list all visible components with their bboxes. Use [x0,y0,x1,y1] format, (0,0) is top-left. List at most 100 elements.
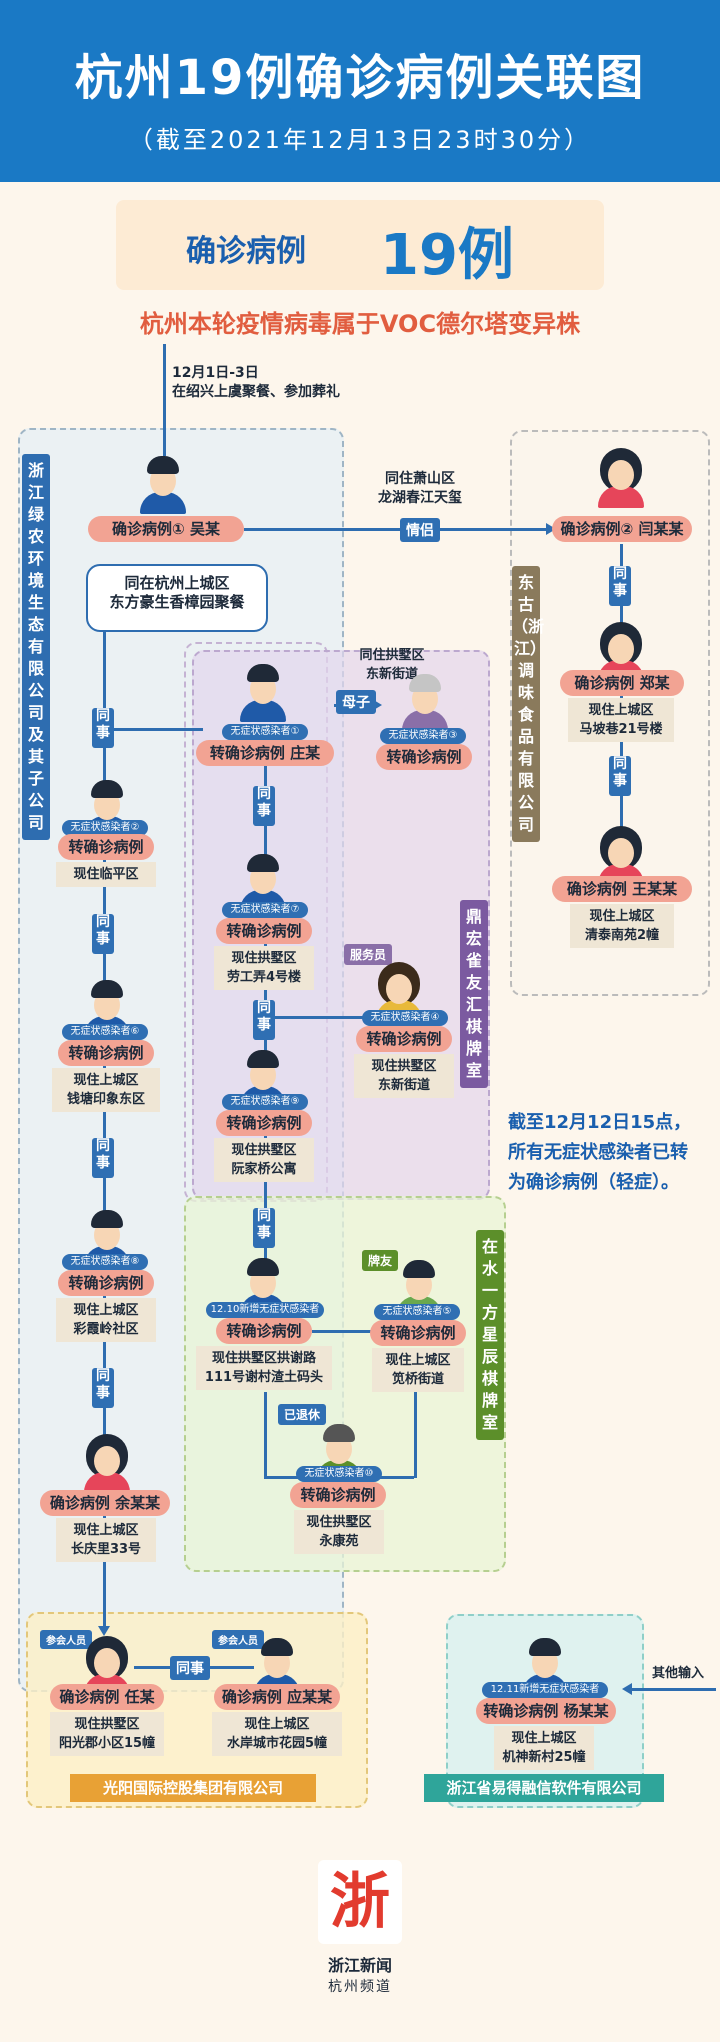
case-a4-label: 转确诊病例 [356,1026,452,1052]
relation-colleague: 同事 [253,1208,275,1248]
header-banner: 杭州19例确诊病例关联图 （截至2021年12月13日23时30分） [0,0,720,182]
case-a5-badge: 无症状感染者⑤ [374,1304,460,1320]
case-a8-badge: 无症状感染者⑧ [62,1254,148,1270]
address-line: 钱塘印象东区 [66,1092,145,1107]
case-n1210-label: 转确诊病例 [216,1318,312,1344]
address-line: 水岸城市花园5幢 [226,1736,328,1751]
side-note-line: 为确诊病例（轻症）。 [508,1172,679,1193]
case-a6-badge: 无症状感染者⑥ [62,1024,148,1040]
case-a4-badge: 无症状感染者④ [362,1010,448,1026]
connector-retired-left [264,1392,267,1478]
case-zhuang-badge: 无症状感染者① [222,724,308,740]
relation-lovers: 情侣 [400,518,440,542]
relation-colleague: 同事 [170,1656,210,1680]
case-ren-address: 现住拱墅区 阳光郡小区15幢 [50,1712,164,1756]
event-note-date: 12月1日-3日 [172,365,259,381]
case-a5-label: 转确诊病例 [370,1320,466,1346]
note-same-live-xiaoshan: 同住萧山区 龙湖春江天玺 [360,470,480,508]
case-zheng-label: 确诊病例 郑某 [560,670,684,696]
role-waiter: 服务员 [344,944,393,965]
company-guangyang-label: 光阳国际控股集团有限公司 [70,1774,316,1802]
case-a6-address: 现住上城区 钱塘印象东区 [52,1068,160,1112]
case-a8-address: 现住上城区 彩霞岭社区 [56,1298,156,1342]
relation-colleague: 同事 [92,914,114,954]
case-a2-badge: 无症状感染者② [62,820,148,836]
relation-mother-son: 母子 [336,690,376,714]
address-line: 现住上城区 [385,1353,451,1368]
relation-colleague: 同事 [609,566,631,606]
connector-left-chain [103,630,106,1630]
side-note-line: 截至12月12日15点， [508,1112,692,1133]
avatar [82,1634,132,1698]
arrow-head [372,699,382,711]
connector-to-a4 [266,1016,366,1019]
note-line: 同住萧山区 [385,471,455,487]
address-line: 现住临平区 [73,867,139,882]
arrow-head [622,1683,632,1695]
brand-name: 浙江新闻 [327,1956,392,1975]
address-line: 机神新村25幢 [502,1750,586,1765]
case-zheng-address: 现住上城区 马坡巷21号楼 [568,698,674,742]
relation-colleague: 同事 [609,756,631,796]
note-line: 龙湖春江天玺 [378,490,462,506]
case-a6-label: 转确诊病例 [58,1040,154,1066]
case-wang-address: 现住上城区 清泰南苑2幢 [570,904,674,948]
case-a10-label: 转确诊病例 [290,1482,386,1508]
case-yang-badge: 12.11新增无症状感染者 [482,1682,608,1698]
relation-colleague: 同事 [92,1368,114,1408]
case-a10-badge: 无症状感染者⑩ [296,1466,382,1482]
gathering-line2: 东方豪生香樟园聚餐 [109,593,245,611]
address-line: 劳工弄4号楼 [226,970,302,985]
case-a9-label: 转确诊病例 [216,1110,312,1136]
relation-colleague: 同事 [253,786,275,826]
company-lvnong-label: 浙江绿农环境生态有限公司及其子公司 [22,454,50,840]
address-line: 马坡巷21号楼 [579,722,663,737]
address-line: 长庆里33号 [70,1542,142,1557]
avatar [82,976,132,1040]
case-count-value: 19例 [380,223,514,288]
address-line: 111号谢村渣土码头 [204,1370,324,1385]
side-note: 截至12月12日15点， 所有无症状感染者已转 为确诊病例（轻症）。 [508,1108,718,1198]
case-ren-label: 确诊病例 任某 [50,1684,164,1710]
address-line: 现住拱墅区 [74,1717,140,1732]
address-line: 现住拱墅区拱谢路 [211,1351,316,1366]
case-count-box: 确诊病例 19例 [116,200,604,290]
page-subtitle: （截至2021年12月13日23时30分） [128,126,592,154]
case-a7-label: 转确诊病例 [216,918,312,944]
case-zhuang-label: 转确诊病例 庄某 [196,740,334,766]
case-mother-label: 转确诊病例 [376,744,472,770]
case-a9-address: 现住拱墅区 阮家桥公寓 [214,1138,314,1182]
event-note: 12月1日-3日 在绍兴上虞聚餐、参加葬礼 [172,364,412,402]
address-line: 永康苑 [319,1534,359,1549]
case-yu-address: 现住上城区 长庆里33号 [56,1518,156,1562]
gathering-box: 同在杭州上城区 东方豪生香樟园聚餐 [86,564,268,632]
avatar [596,446,646,510]
case-a2-address: 现住临平区 [56,862,156,887]
event-note-detail: 在绍兴上虞聚餐、参加葬礼 [172,384,340,400]
address-line: 东新街道 [377,1078,430,1093]
case-n1210-badge: 12.10新增无症状感染者 [206,1302,324,1318]
case-mother-badge: 无症状感染者③ [380,728,466,744]
role-card-friend: 牌友 [362,1250,399,1271]
case-yan-label: 确诊病例② 闫某某 [552,516,692,542]
role-attendee: 参会人员 [212,1630,264,1649]
address-line: 现住拱墅区 [371,1059,437,1074]
case-n1210-address: 现住拱墅区拱谢路 111号谢村渣土码头 [196,1346,332,1390]
avatar [82,1432,132,1496]
role-attendee: 参会人员 [40,1630,92,1649]
brand-logo: 浙 [318,1860,402,1944]
address-line: 现住上城区 [588,703,654,718]
arrow-head [98,1626,110,1636]
connector-retired-right [414,1392,417,1478]
address-line: 现住上城区 [244,1717,310,1732]
address-line: 笕桥街道 [391,1372,444,1387]
case-ying-address: 现住上城区 水岸城市花园5幢 [212,1712,342,1756]
address-line: 彩霞岭社区 [73,1322,139,1337]
address-line: 现住上城区 [73,1303,139,1318]
address-line: 现住上城区 [589,909,655,924]
avatar [238,660,288,724]
connector-to-zhuang [103,728,203,731]
address-line: 现住拱墅区 [231,1143,297,1158]
arrow-head [546,523,556,535]
role-retired: 已退休 [278,1404,327,1425]
